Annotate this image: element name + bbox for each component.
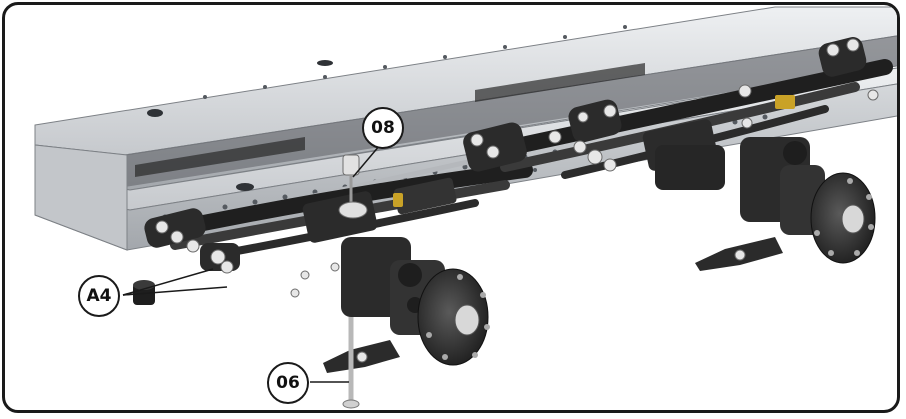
part-08-nut xyxy=(338,154,368,219)
rear-steering-knuckle xyxy=(655,137,825,271)
rear-wheel-hub xyxy=(810,172,876,264)
bolts xyxy=(155,38,879,298)
leader-lines xyxy=(122,144,381,383)
callout-08: 08 xyxy=(362,107,404,149)
callout-06: 06 xyxy=(267,362,309,404)
assembly-illustration xyxy=(34,6,897,409)
part-06-pin xyxy=(342,317,360,409)
diagram-frame: 08 A4 06 xyxy=(2,2,900,413)
chassis-interior xyxy=(125,35,897,187)
callout-a4: A4 xyxy=(78,275,120,317)
front-wheel-hub xyxy=(417,268,490,366)
